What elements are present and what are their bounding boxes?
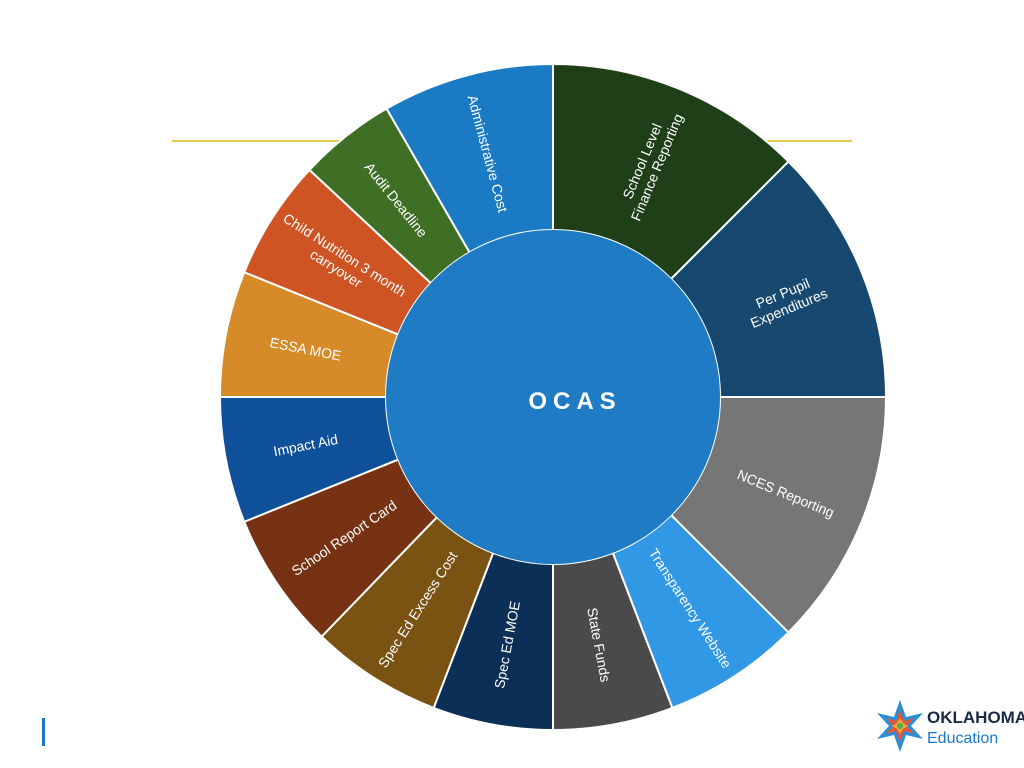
ocas-center-label: OCAS: [528, 388, 621, 415]
oklahoma-education-logo: OKLAHOMA Education: [877, 700, 1024, 752]
slide-accent-bar: [42, 718, 45, 746]
ocas-center-circle: [386, 230, 720, 564]
logo-oklahoma-text: OKLAHOMA: [927, 708, 1024, 727]
segment-audit-deadline: [308, 107, 471, 285]
logo-education-text: Education: [927, 730, 998, 747]
oklahoma-star-icon: [877, 700, 923, 752]
